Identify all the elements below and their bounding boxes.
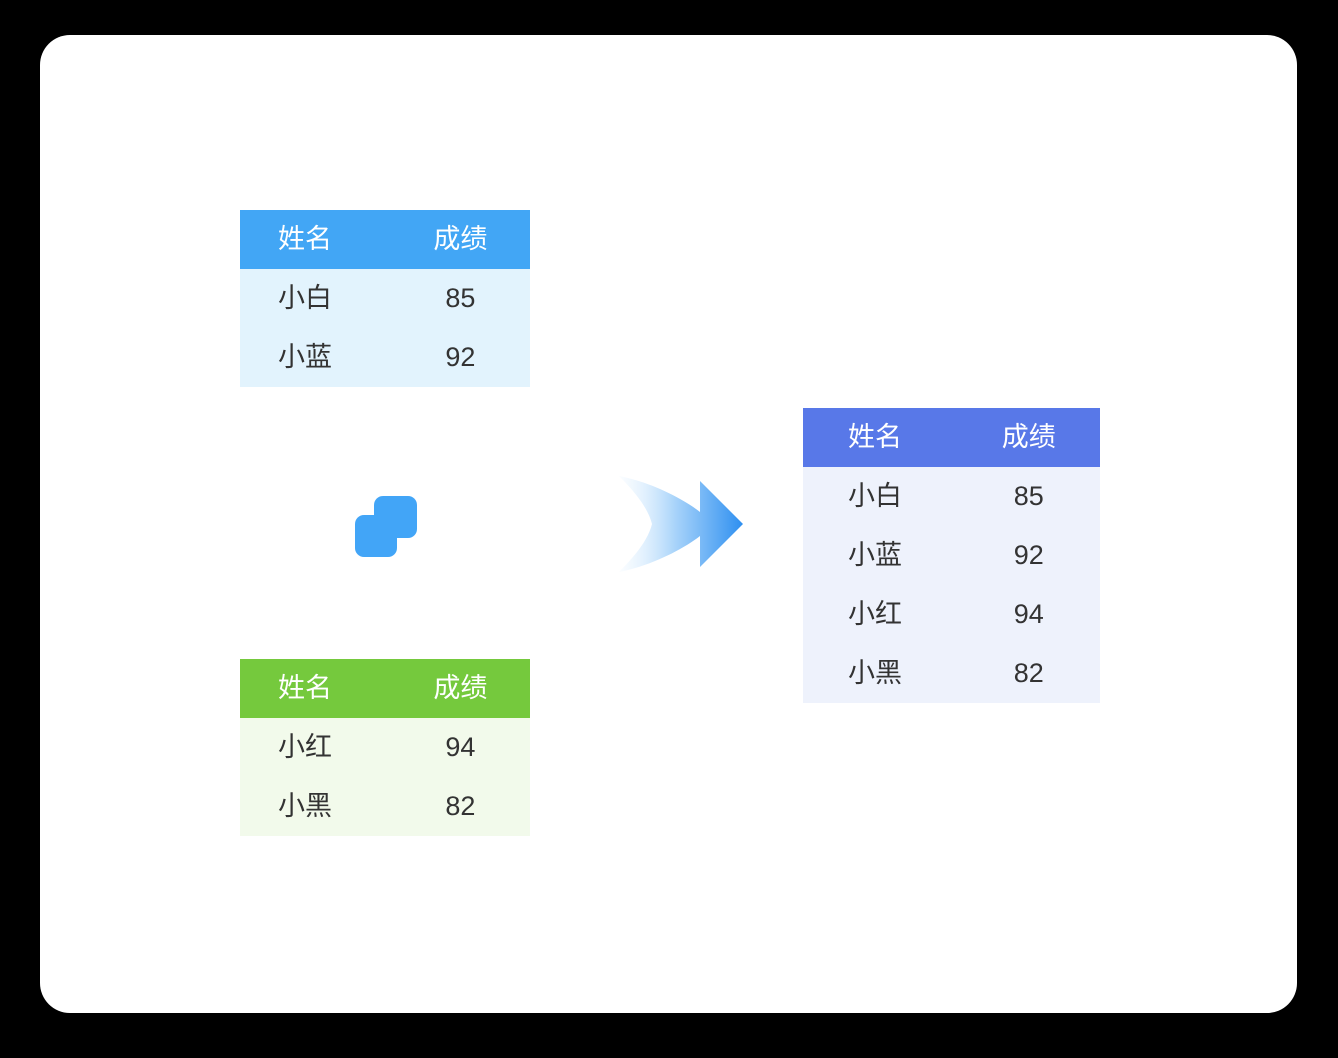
header-cell-score: 成绩 <box>1001 422 1056 452</box>
score-cell: 82 <box>445 791 476 821</box>
table-body: 小白 85 小蓝 92 小红 94 小黑 82 <box>803 467 1100 703</box>
header-cell-name: 姓名 <box>278 673 332 703</box>
table-row: 小白 85 <box>803 467 1100 526</box>
right-arrow-icon <box>619 476 743 572</box>
score-cell: 94 <box>1013 599 1044 629</box>
name-cell: 小红 <box>848 599 902 629</box>
table-header-row: 姓名 成绩 <box>803 408 1100 467</box>
name-cell: 小红 <box>278 732 332 762</box>
merge-squares-icon <box>355 496 417 557</box>
source-table-blue: 姓名 成绩 小白 85 小蓝 92 <box>240 210 530 387</box>
table-row: 小黑 82 <box>803 644 1100 703</box>
score-cell: 85 <box>445 283 476 313</box>
name-cell: 小白 <box>848 481 902 511</box>
table-row: 小黑 82 <box>240 777 530 836</box>
name-cell: 小黑 <box>278 791 332 821</box>
score-cell: 94 <box>445 732 476 762</box>
source-table-green: 姓名 成绩 小红 94 小黑 82 <box>240 659 530 836</box>
score-cell: 82 <box>1013 658 1044 688</box>
table-row: 小蓝 92 <box>803 526 1100 585</box>
name-cell: 小白 <box>278 283 332 313</box>
merge-square-top-right <box>374 496 417 538</box>
table-body: 小白 85 小蓝 92 <box>240 269 530 387</box>
arrow-shape <box>619 476 743 572</box>
table-body: 小红 94 小黑 82 <box>240 718 530 836</box>
table-header-row: 姓名 成绩 <box>240 210 530 269</box>
name-cell: 小蓝 <box>278 342 332 372</box>
table-row: 小红 94 <box>803 585 1100 644</box>
diagram-card: 姓名 成绩 小白 85 小蓝 92 姓名 成绩 小红 94 小黑 <box>40 35 1297 1013</box>
table-header-row: 姓名 成绩 <box>240 659 530 718</box>
header-cell-score: 成绩 <box>433 224 488 254</box>
name-cell: 小蓝 <box>848 540 902 570</box>
name-cell: 小黑 <box>848 658 902 688</box>
score-cell: 92 <box>445 342 476 372</box>
header-cell-name: 姓名 <box>848 422 902 452</box>
table-row: 小红 94 <box>240 718 530 777</box>
header-cell-name: 姓名 <box>278 224 332 254</box>
table-row: 小蓝 92 <box>240 328 530 387</box>
score-cell: 92 <box>1013 540 1044 570</box>
header-cell-score: 成绩 <box>433 673 488 703</box>
score-cell: 85 <box>1013 481 1044 511</box>
table-row: 小白 85 <box>240 269 530 328</box>
result-table: 姓名 成绩 小白 85 小蓝 92 小红 94 小黑 82 <box>803 408 1100 703</box>
